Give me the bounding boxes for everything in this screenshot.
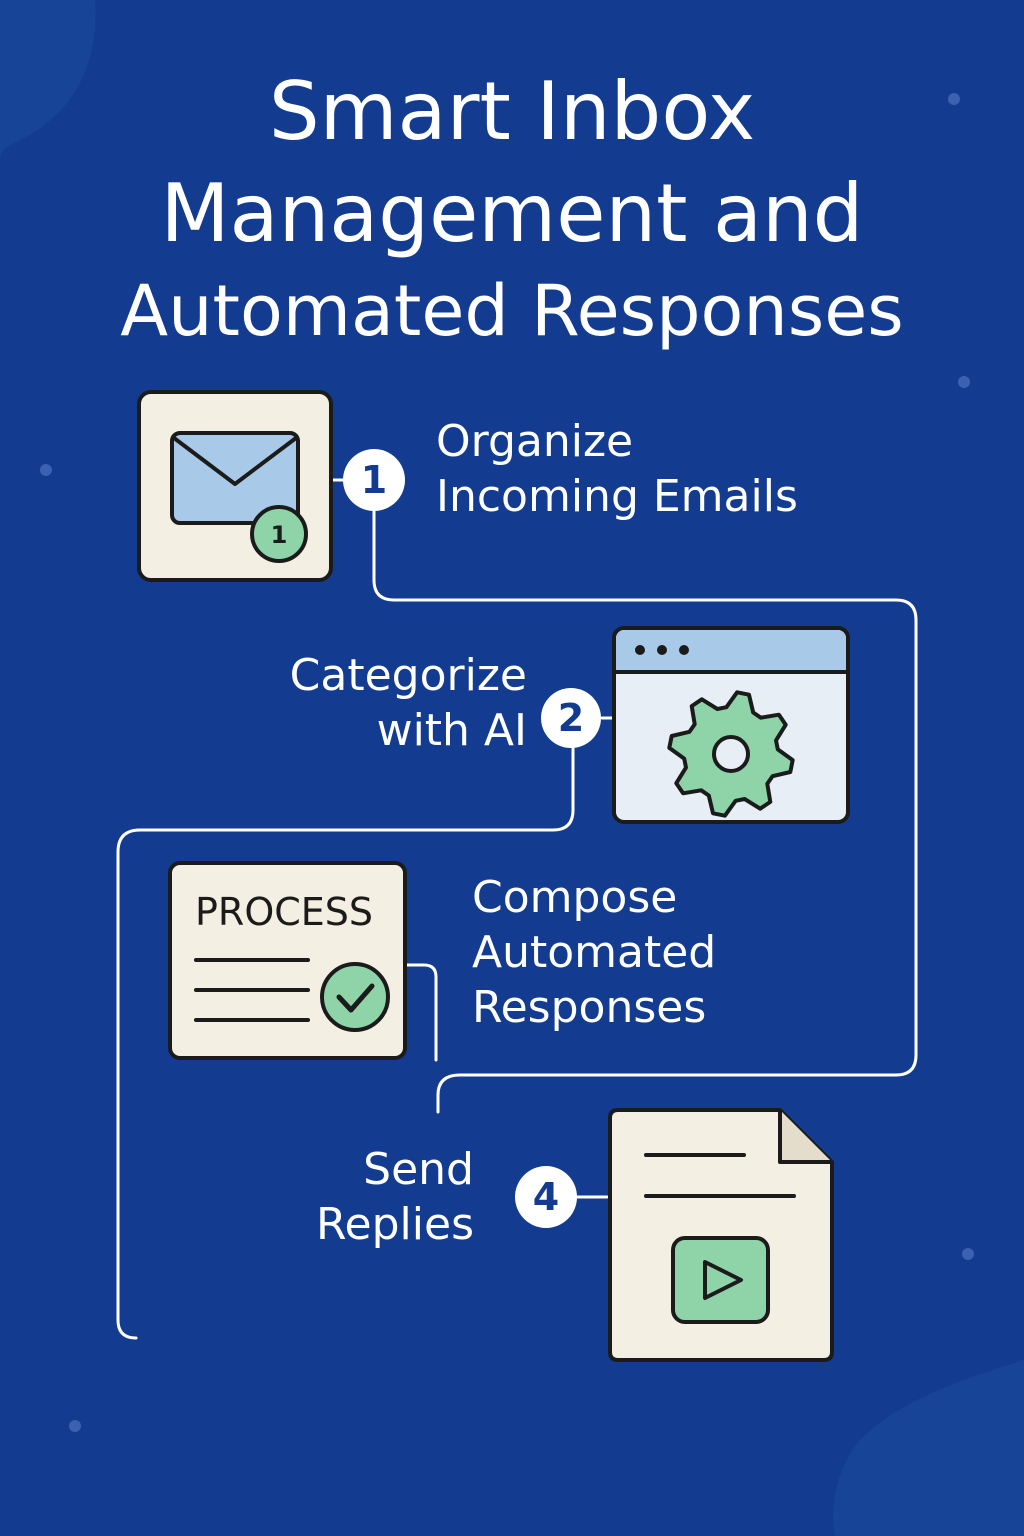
decor-dot — [962, 1248, 974, 1260]
step-badge-2: 2 — [541, 688, 601, 748]
process-document-icon: PROCESS — [168, 861, 407, 1060]
connector-3 — [403, 963, 438, 1062]
step-label-4-line-2: Replies — [315, 1199, 474, 1250]
title-line-2: Management and — [160, 167, 864, 260]
gear-icon — [667, 690, 795, 818]
play-document-icon — [608, 1108, 834, 1362]
step-label-1: Organize Incoming Emails — [436, 414, 798, 524]
decor-dot — [958, 376, 970, 388]
gear-window-icon — [612, 626, 850, 824]
process-label: PROCESS — [195, 890, 373, 934]
step-label-2-line-1: Categorize — [289, 650, 527, 701]
step-label-3: Compose Automated Responses — [472, 870, 716, 1035]
step-badge-1: 1 — [343, 449, 405, 511]
title-line-3: Automated Responses — [120, 270, 904, 352]
step-label-3-line-1: Compose — [472, 872, 678, 923]
title-line-1: Smart Inbox — [268, 65, 756, 158]
step-label-1-line-1: Organize — [436, 416, 634, 467]
step-label-4-line-1: Send — [363, 1144, 474, 1195]
envelope-icon: 1 — [137, 390, 333, 582]
corner-blob-bottom-right — [833, 1360, 1024, 1536]
checkmark-icon — [336, 983, 375, 1013]
step-label-3-line-3: Responses — [472, 982, 707, 1033]
step-label-3-line-2: Automated — [472, 927, 717, 978]
step-label-2-line-2: with AI — [376, 705, 527, 756]
step-label-4: Send Replies — [270, 1142, 474, 1252]
play-icon — [703, 1260, 743, 1300]
connector-2 — [116, 746, 575, 1340]
connector-1 — [372, 498, 918, 1114]
decor-dot — [69, 1420, 81, 1432]
corner-blob-top-left — [0, 0, 96, 160]
step-badge-4: 4 — [515, 1166, 577, 1228]
decor-dot — [948, 93, 960, 105]
step-label-2: Categorize with AI — [240, 648, 527, 758]
envelope-badge-number: 1 — [271, 521, 288, 549]
decor-dot — [40, 464, 52, 476]
step-label-1-line-2: Incoming Emails — [436, 471, 798, 522]
